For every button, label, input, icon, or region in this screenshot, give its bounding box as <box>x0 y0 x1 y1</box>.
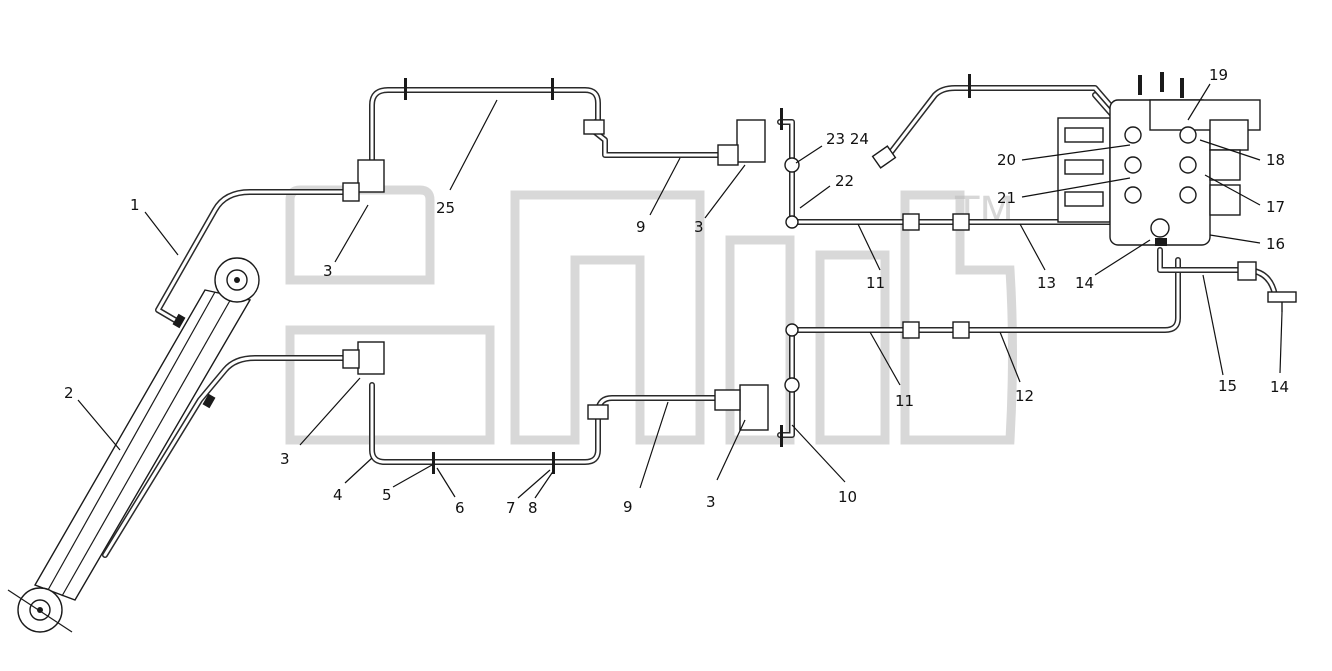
coupling-upper-elbow <box>583 119 605 135</box>
callout-13: 13 <box>1037 274 1056 292</box>
callout-2: 2 <box>64 384 74 402</box>
callout-14: 14 <box>1270 378 1289 396</box>
valve-block-upper <box>736 119 766 163</box>
pipe-end-top-right <box>871 145 897 169</box>
callout-6: 6 <box>455 499 465 517</box>
callout-18: 18 <box>1266 151 1285 169</box>
clamp-lower-a <box>902 321 920 339</box>
callout-3: 3 <box>694 218 704 236</box>
callout-19: 19 <box>1209 66 1228 84</box>
callout-4: 4 <box>333 486 343 504</box>
valve-block-lower <box>739 384 769 431</box>
callout-14: 14 <box>1075 274 1094 292</box>
fitting-upper-junction <box>785 215 799 229</box>
callout-7: 7 <box>506 499 516 517</box>
tee-block-upper-left <box>357 159 385 193</box>
callout-25: 25 <box>436 199 455 217</box>
fitting-lower-mid <box>784 377 800 393</box>
clamp-upper-b <box>952 213 970 231</box>
callout-15: 15 <box>1218 377 1237 395</box>
coupling-upper-left <box>342 182 360 202</box>
fitting-lower-junction <box>785 323 799 337</box>
callout-8: 8 <box>528 499 538 517</box>
callout-11: 11 <box>895 392 914 410</box>
coupling-pipe-15 <box>1237 261 1257 281</box>
callout-22: 22 <box>835 172 854 190</box>
callout-10: 10 <box>838 488 857 506</box>
coupling-lower-elbow <box>587 404 609 420</box>
tee-block-lower-left <box>357 341 385 375</box>
hydraulic-cylinder <box>7 257 260 633</box>
flange-14-right <box>1267 291 1297 303</box>
callout-3: 3 <box>280 450 290 468</box>
callout-labels: 1 2 3 3 3 3 4 5 6 7 8 9 9 10 11 11 12 13… <box>64 66 1289 517</box>
fitting-23-24 <box>784 157 800 173</box>
leader-lines <box>77 83 1283 499</box>
callout-5: 5 <box>382 486 392 504</box>
callout-9: 9 <box>636 218 646 236</box>
callout-3: 3 <box>706 493 716 511</box>
control-valve-assembly <box>1057 72 1261 246</box>
callout-17: 17 <box>1266 198 1285 216</box>
coupling-lower-mid <box>714 389 741 411</box>
callout-21: 21 <box>997 189 1016 207</box>
callout-11: 11 <box>866 274 885 292</box>
coupling-upper-mid <box>717 144 739 166</box>
callout-20: 20 <box>997 151 1016 169</box>
fittings <box>172 74 1297 474</box>
callout-1: 1 <box>130 196 140 214</box>
clamp-upper-a <box>902 213 920 231</box>
callout-23-24: 23 24 <box>826 130 869 148</box>
callout-3: 3 <box>323 262 333 280</box>
callout-12: 12 <box>1015 387 1034 405</box>
clamp-lower-b <box>952 321 970 339</box>
callout-9: 9 <box>623 498 633 516</box>
coupling-lower-left <box>342 349 360 369</box>
callout-16: 16 <box>1266 235 1285 253</box>
